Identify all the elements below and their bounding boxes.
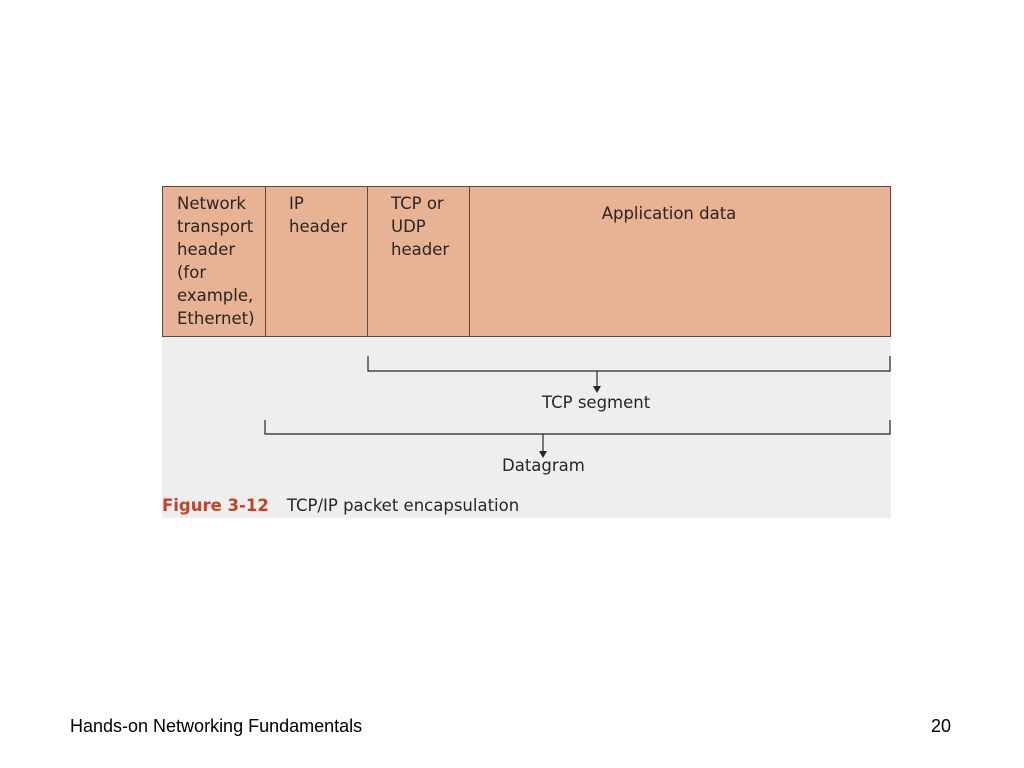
ip-header-field: IP header <box>266 187 368 336</box>
application-data-field: Application data <box>601 204 737 223</box>
packet-structure: Network transport header (for example, E… <box>162 186 891 337</box>
datagram-label: Datagram <box>502 456 585 475</box>
figure-caption: Figure 3-12 TCP/IP packet encapsulation <box>162 496 519 515</box>
network-transport-header-field: Network transport header (for example, E… <box>163 187 266 336</box>
footer-page-number: 20 <box>931 716 952 736</box>
tcp-udp-header-field: TCP or UDP header <box>368 187 470 336</box>
tcp-segment-label: TCP segment <box>542 393 651 412</box>
figure-title: TCP/IP packet encapsulation <box>286 496 520 515</box>
figure-number: Figure 3-12 <box>162 496 269 515</box>
footer-course-title: Hands-on Networking Fundamentals <box>70 716 363 736</box>
